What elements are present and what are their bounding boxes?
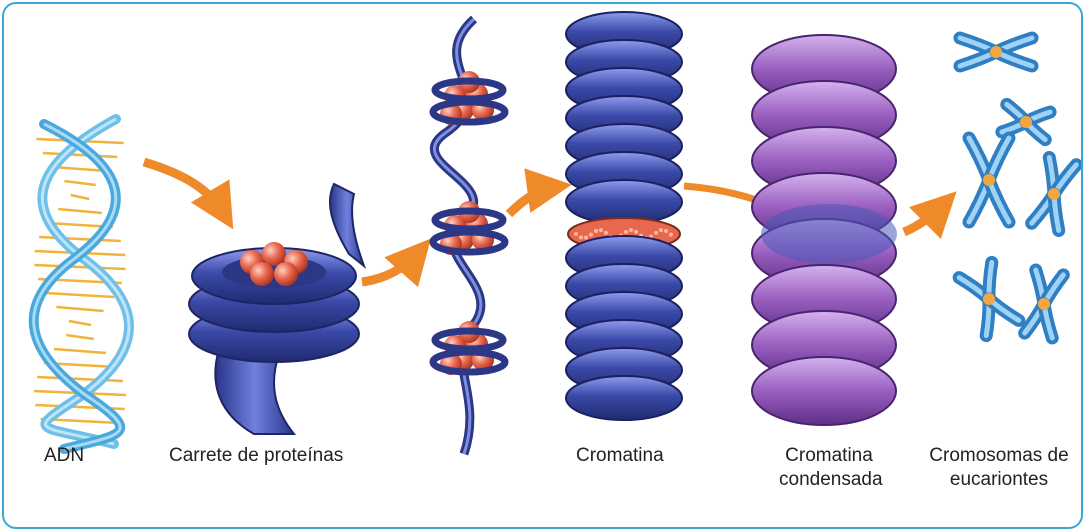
- label-chromosomes-line1: Cromosomas de: [929, 444, 1069, 468]
- arrow-1: [144, 162, 224, 214]
- label-condensed-line1: Cromatina: [779, 444, 879, 468]
- label-eukaryotic-chromosomes: Cromosomas de eucariontes: [929, 444, 1069, 492]
- dna-packaging-illustration: [4, 4, 1083, 529]
- label-adn: ADN: [44, 444, 84, 468]
- condensed-chromatin: [752, 35, 897, 425]
- arrow-5: [904, 204, 944, 232]
- protein-spool: [189, 184, 364, 434]
- label-chromosomes-line2: eucariontes: [929, 468, 1069, 492]
- arrow-2: [362, 252, 419, 282]
- label-condensed-line2: condensada: [779, 468, 879, 492]
- label-chromatin: Cromatina: [576, 444, 664, 468]
- label-condensed-chromatin: Cromatina condensada: [779, 444, 879, 492]
- dna-helix: [34, 119, 129, 449]
- chromatin-coil: [566, 12, 682, 420]
- eukaryotic-chromosomes: [959, 38, 1076, 338]
- arrow-3: [509, 187, 554, 214]
- label-protein-spool: Carrete de proteínas: [169, 444, 343, 468]
- nucleosome-fiber: [433, 19, 505, 454]
